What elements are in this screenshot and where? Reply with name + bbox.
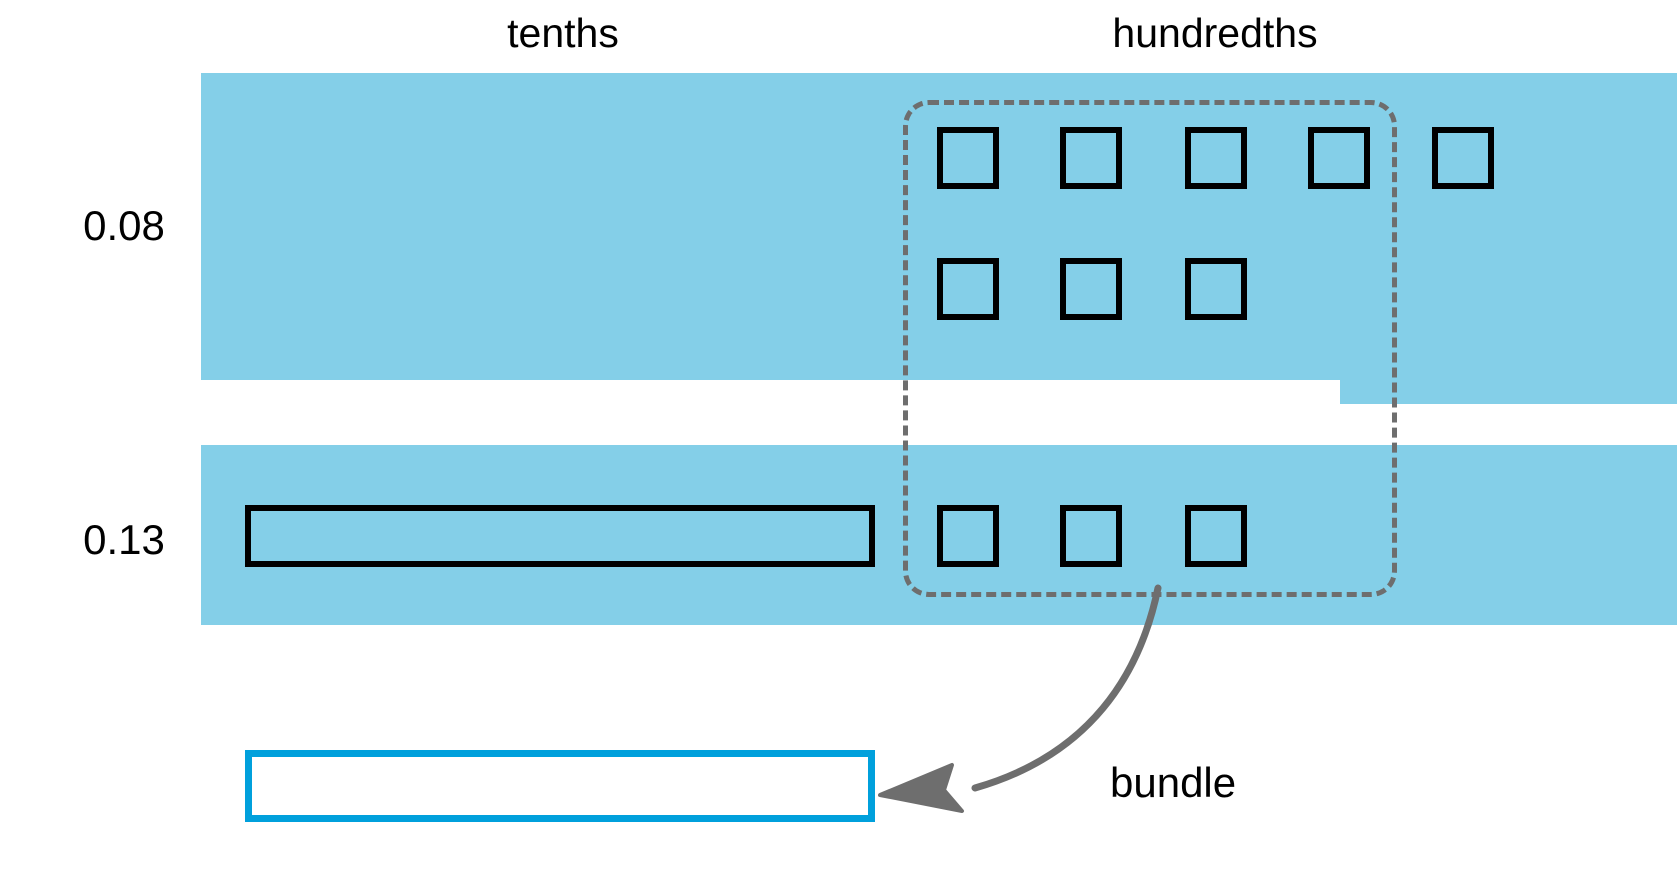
hundredth-square-row-1-top: [1432, 127, 1494, 189]
hundredth-square-row-1-bottom: [1060, 258, 1122, 320]
hundredth-square-row-1-top: [1185, 127, 1247, 189]
hundredth-square-row-1-top: [1308, 127, 1370, 189]
hundredth-square-row-1-top: [937, 127, 999, 189]
bundle-result-bar: [245, 750, 875, 822]
hundredth-square-row-1-bottom: [1185, 258, 1247, 320]
place-value-band-row-1: [201, 73, 1340, 380]
hundredth-square-row-2: [1060, 505, 1122, 567]
bundle-annotation-label: bundle: [1110, 759, 1237, 806]
hundredth-square-row-1-bottom: [937, 258, 999, 320]
hundredth-square-row-2: [1185, 505, 1247, 567]
tenth-unit-bar: [245, 505, 875, 567]
column-header-tenths: tenths: [507, 10, 619, 56]
column-header-hundredths: hundredths: [1112, 10, 1318, 56]
hundredth-square-row-1-top: [1060, 127, 1122, 189]
row-value-label-1: 0.08: [83, 202, 165, 249]
hundredth-square-row-2: [937, 505, 999, 567]
row-value-label-2: 0.13: [83, 516, 165, 563]
